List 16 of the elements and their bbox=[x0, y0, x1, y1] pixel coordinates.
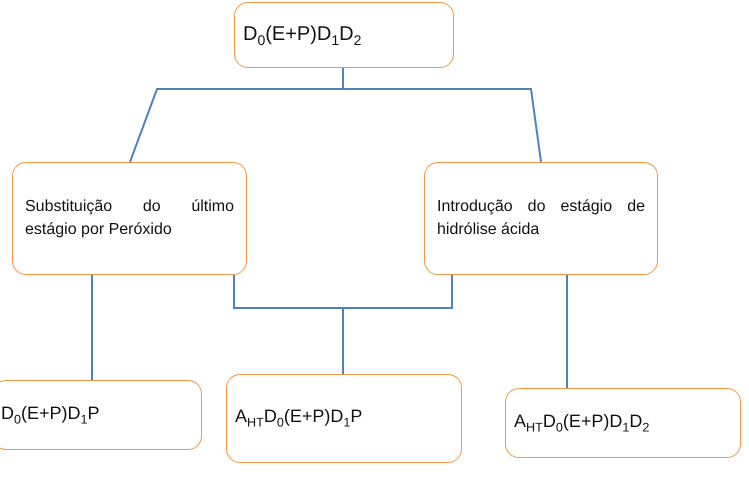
box-label: A$_{HT}$D$_{0}$(E+P)D$_{1}$P bbox=[235, 405, 364, 432]
box-label: D$_{0}$(E+P)D$_{1}$D$_{2}$ bbox=[243, 22, 362, 50]
process-box bbox=[424, 162, 658, 275]
process-box bbox=[0, 380, 202, 450]
box-label: Introdução do estágio de hidrólise ácida bbox=[437, 197, 645, 240]
box-label: D$_{0}$(E+P)D$_{1}$P bbox=[1, 402, 101, 428]
connector-line bbox=[342, 68, 542, 162]
process-box bbox=[234, 2, 454, 68]
connector-line bbox=[342, 275, 453, 374]
process-box bbox=[226, 374, 462, 463]
box-label: Substituição do último estágio por Peróxido bbox=[25, 197, 234, 240]
process-box bbox=[505, 388, 741, 458]
box-label: A$_{HT}$D$_{0}$(E+P)D$_{1}$D$_{2}$ bbox=[514, 410, 650, 436]
process-box bbox=[12, 162, 247, 275]
connector-line bbox=[566, 275, 568, 388]
connector-line bbox=[91, 275, 93, 380]
